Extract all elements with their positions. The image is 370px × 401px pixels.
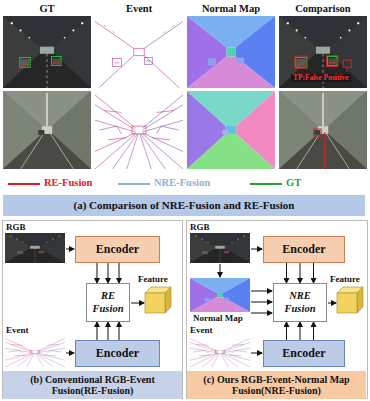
node-text: Encoder [96,347,139,361]
node-text: (a) Comparison of NRE-Fusion and RE-Fusi… [74,199,295,212]
connector-arrow [119,322,120,340]
encoder-box: Encoder [263,340,345,367]
connector-arrow [286,322,287,340]
legend-text: RE-Fusion [44,177,92,189]
connector-arrow [286,263,287,283]
connector-arrow [97,263,98,283]
caption-band: (b) Conventional RGB-Event Fusion(RE-Fus… [3,371,182,399]
node-text: RE Fusion [90,290,126,314]
legend-text: NRE-Fusion [154,177,210,189]
connector-arrow [108,322,109,340]
column-header: GT [3,3,91,15]
connector-arrow [108,263,109,283]
node-text: (b) Conventional RGB-Event Fusion(RE-Fus… [6,374,179,397]
output-label: Feature [330,275,360,285]
input-label: RGB [190,223,210,233]
connector-arrow [119,263,120,283]
legend-text: GT [286,177,301,189]
input-label: Normal Map [193,314,243,324]
input-label: RGB [6,223,26,233]
node-text: (c) Ours RGB-Event-Normal Map Fusion(NRE… [190,374,363,397]
input-label: Event [6,326,29,336]
callout-text: TP:False Positive [291,74,351,82]
node-text: NRE Fusion [277,290,323,314]
connector-arrow [300,263,301,283]
fusion-box: NRE Fusion [273,283,327,322]
encoder-box: Encoder [75,340,160,367]
column-header: Normal Map [187,3,275,15]
node-text: Encoder [282,347,325,361]
input-label: Event [190,326,213,336]
encoder-box: Encoder [263,236,345,263]
fusion-box: RE Fusion [86,283,130,322]
node-text: Encoder [96,243,139,257]
node-text: Encoder [282,243,325,257]
connector-arrow [97,322,98,340]
connector-arrow [313,263,314,283]
caption-band: (a) Comparison of NRE-Fusion and RE-Fusi… [3,195,365,216]
column-header: Event [95,3,183,15]
output-label: Feature [138,275,168,285]
connector-arrow [313,322,314,340]
encoder-box: Encoder [75,236,160,263]
connector-arrow [300,322,301,340]
column-header: Comparison [279,3,367,15]
caption-band: (c) Ours RGB-Event-Normal Map Fusion(NRE… [187,371,366,399]
